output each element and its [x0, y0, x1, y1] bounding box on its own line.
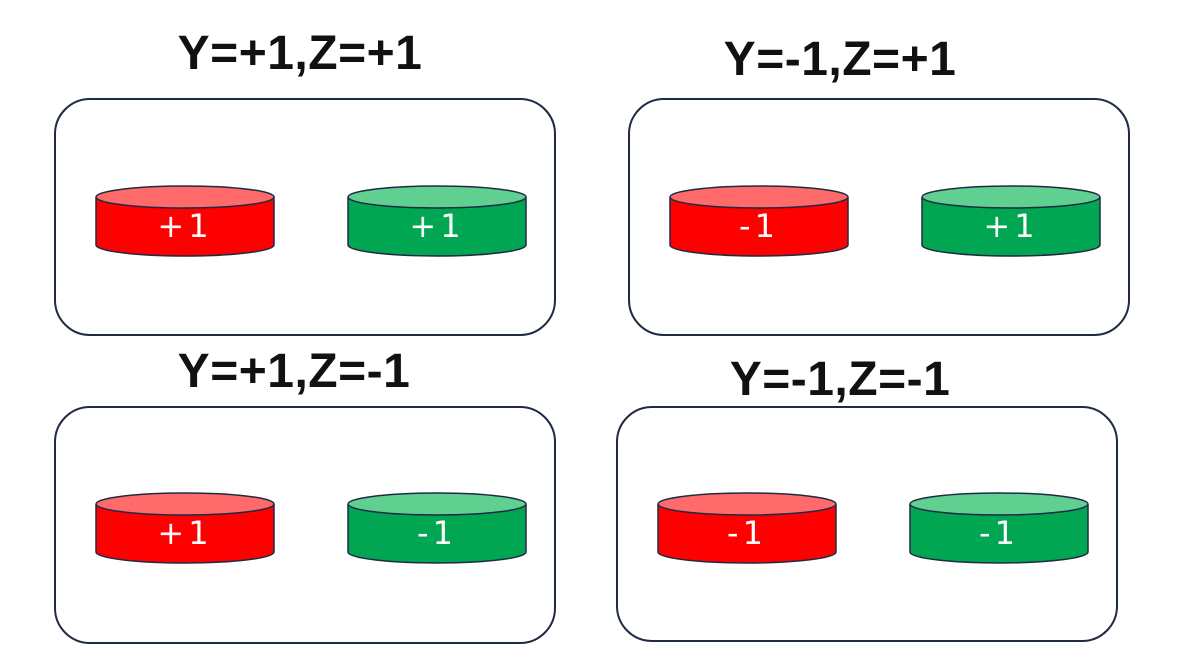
panel-title: Y=-1,Z=-1: [729, 353, 951, 406]
red-disc-shape: [669, 185, 849, 257]
disc-value-label: -1: [727, 514, 767, 552]
green-disc: +1: [921, 185, 1101, 257]
green-disc: -1: [347, 492, 527, 564]
disc-value-label: +1: [983, 207, 1039, 245]
disc-value-label: -1: [979, 514, 1019, 552]
green-disc-shape: [909, 492, 1089, 564]
red-disc-shape: [657, 492, 837, 564]
panel-title: Y=-1,Z=+1: [723, 33, 957, 86]
panel-y-plus1-z-plus1: Y=+1,Z=+1 +1 +1: [0, 0, 600, 340]
disc-value-label: +1: [157, 514, 213, 552]
green-disc-shape: [347, 185, 527, 257]
disc-value-label: -1: [417, 514, 457, 552]
disc-value-label: -1: [739, 207, 779, 245]
disc-value-label: +1: [157, 207, 213, 245]
green-disc-shape: [921, 185, 1101, 257]
green-disc-shape: [347, 492, 527, 564]
panel-title: Y=+1,Z=+1: [177, 27, 423, 80]
panel-title: Y=+1,Z=-1: [177, 345, 411, 398]
red-disc: +1: [95, 185, 275, 257]
panel-y-plus1-z-minus1: Y=+1,Z=-1 +1 -1: [0, 340, 600, 666]
panel-y-minus1-z-minus1: Y=-1,Z=-1 -1 -1: [600, 340, 1200, 666]
green-disc: +1: [347, 185, 527, 257]
red-disc-shape: [95, 492, 275, 564]
disc-value-label: +1: [409, 207, 465, 245]
red-disc-shape: [95, 185, 275, 257]
green-disc: -1: [909, 492, 1089, 564]
red-disc: -1: [657, 492, 837, 564]
red-disc: -1: [669, 185, 849, 257]
red-disc: +1: [95, 492, 275, 564]
panel-y-minus1-z-plus1: Y=-1,Z=+1 -1 +1: [600, 0, 1200, 340]
